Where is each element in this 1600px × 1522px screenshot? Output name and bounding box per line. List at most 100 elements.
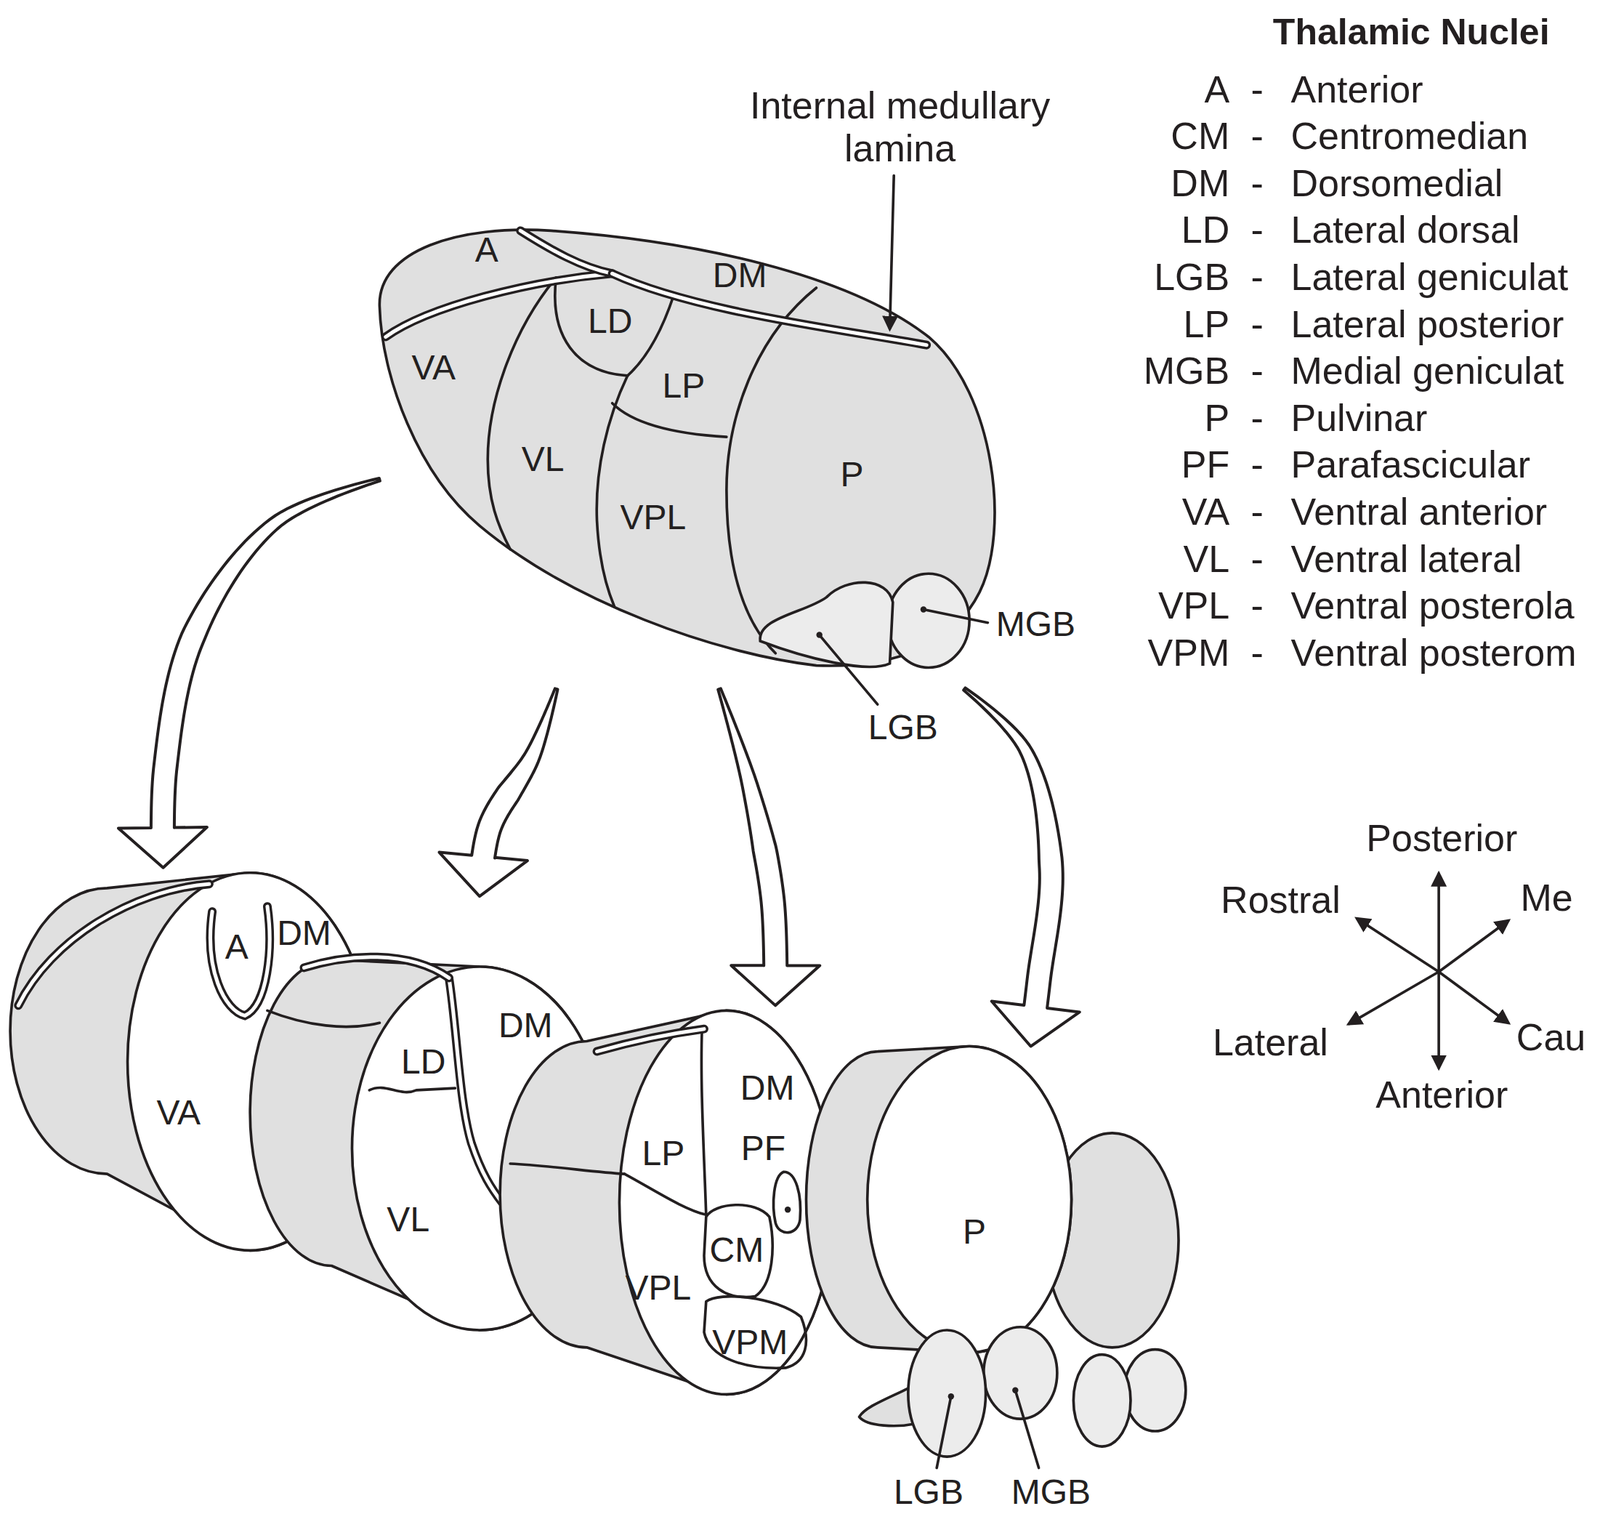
- slice-face: [619, 1009, 834, 1394]
- legend-dash: -: [1250, 537, 1263, 582]
- compass-arrow: [1349, 971, 1440, 1024]
- slice-tail: [858, 1387, 913, 1426]
- legend-name: Lateral geniculat: [1290, 255, 1569, 300]
- legend-abbreviation: LD: [1181, 208, 1230, 253]
- legend-name: Ventral lateral: [1290, 537, 1522, 582]
- leader-line: [1015, 1390, 1039, 1468]
- legend-dash: -: [1250, 255, 1263, 300]
- direction-label: Cau: [1516, 1015, 1586, 1060]
- nucleus-label: PF: [741, 1127, 786, 1168]
- compass-arrow: [1438, 920, 1508, 972]
- legend-dash: -: [1250, 68, 1263, 112]
- medullary-lamina: [520, 230, 612, 274]
- slice-body: [499, 1009, 834, 1394]
- nucleus-label: DM: [740, 1068, 795, 1109]
- legend-name: Lateral dorsal: [1290, 208, 1520, 253]
- nucleus-boundary: [612, 403, 727, 437]
- legend-dash: -: [1250, 396, 1263, 441]
- medullary-lamina: [449, 977, 503, 1202]
- nucleus-label: VA: [411, 347, 456, 388]
- nucleus-label: VPL: [624, 1267, 692, 1308]
- legend-name: Parafascicular: [1290, 443, 1530, 488]
- medullary-lamina: [210, 906, 270, 1016]
- legend-name: Ventral anterior: [1290, 490, 1547, 535]
- legend-name: Ventral posterola: [1290, 584, 1574, 628]
- medullary-lamina: [612, 273, 928, 345]
- nucleus-label: LP: [662, 365, 706, 406]
- direction-label: Me: [1520, 876, 1573, 920]
- legend-abbreviation: P: [1204, 396, 1231, 441]
- nucleus-label: VPM: [712, 1321, 788, 1362]
- legend-dash: -: [1250, 349, 1263, 394]
- direction-label: Lateral: [1212, 1020, 1329, 1065]
- nucleus-boundary: [627, 295, 674, 376]
- nucleus-boundary: [773, 1171, 801, 1233]
- medullary-lamina: [18, 883, 210, 1005]
- legend-dash: -: [1250, 208, 1263, 253]
- medullary-lamina: [449, 977, 503, 1202]
- medullary-lamina: [303, 956, 449, 979]
- medullary-lamina: [18, 883, 210, 1005]
- legend-abbreviation: VPL: [1158, 584, 1230, 628]
- nucleus-label: MGB: [996, 604, 1076, 645]
- leader-arrow: [890, 175, 895, 330]
- legend-abbreviation: PF: [1181, 443, 1230, 488]
- legend-abbreviation: VPM: [1148, 631, 1231, 676]
- legend-dash: -: [1250, 302, 1263, 347]
- medullary-lamina: [303, 956, 449, 979]
- legend-name: Anterior: [1290, 68, 1423, 112]
- legend-name: Pulvinar: [1290, 396, 1428, 441]
- medullary-lamina: [597, 1028, 705, 1052]
- nucleus-boundary: [624, 1173, 706, 1215]
- compass-arrow: [1437, 873, 1441, 972]
- medullary-lamina: [385, 273, 613, 337]
- legend-abbreviation: MGB: [1143, 349, 1230, 394]
- callout-label: Internal medullary lamina: [740, 84, 1061, 172]
- nucleus-label: P: [962, 1211, 987, 1252]
- nucleus-boundary: [726, 287, 817, 654]
- compass-arrow: [1357, 918, 1439, 972]
- hollow-arrow: [717, 688, 820, 1005]
- nucleus-label: A: [225, 927, 249, 968]
- nucleus-boundary: [701, 1028, 706, 1215]
- hollow-arrow: [118, 478, 381, 868]
- nucleus-label: VL: [386, 1199, 430, 1240]
- legend-abbreviation: VL: [1183, 537, 1231, 582]
- legend-abbreviation: VA: [1182, 490, 1231, 535]
- legend-dash: -: [1250, 584, 1263, 628]
- direction-label: Anterior: [1375, 1073, 1508, 1117]
- nucleus-label: MGB: [1011, 1472, 1091, 1513]
- compass-arrow: [1437, 971, 1441, 1068]
- geniculate-body: [1124, 1349, 1186, 1431]
- legend-name: Dorsomedial: [1290, 162, 1503, 206]
- thalamus-slice: ADMVA: [7, 867, 366, 1251]
- thalamus-whole: ADMLDVALPVLVPLPMGBLGB: [379, 219, 1016, 689]
- medullary-lamina: [612, 273, 928, 345]
- nucleus-label: DM: [276, 912, 332, 953]
- thalamus-slice: DMPFLPCMVPLVPM: [497, 1004, 837, 1406]
- legend-abbreviation: A: [1204, 68, 1231, 112]
- hollow-arrow: [438, 688, 558, 896]
- legend-abbreviation: LGB: [1153, 255, 1230, 300]
- legend-dash: -: [1250, 162, 1263, 206]
- nucleus-boundary: [704, 1204, 773, 1298]
- nucleus-boundary: [487, 277, 556, 550]
- geniculate-body: [887, 573, 970, 668]
- nucleus-label: LGB: [893, 1472, 964, 1513]
- legend-dash: -: [1250, 631, 1263, 676]
- nucleus-label: CM: [709, 1230, 765, 1271]
- leader-line: [923, 608, 988, 622]
- nucleus-label: LD: [401, 1041, 446, 1082]
- hollow-arrow: [963, 687, 1080, 1046]
- slice-face: [867, 1046, 1072, 1353]
- nucleus-label: P: [840, 454, 864, 495]
- geniculate-body: [760, 582, 894, 667]
- medullary-lamina: [520, 230, 612, 274]
- nucleus-boundary: [369, 1087, 455, 1093]
- legend-heading: Thalamic Nuclei: [1273, 11, 1550, 54]
- legend-abbreviation: LP: [1183, 302, 1231, 347]
- direction-label: Posterior: [1366, 817, 1518, 862]
- direction-label: Rostral: [1220, 878, 1341, 923]
- medullary-lamina: [597, 1028, 705, 1052]
